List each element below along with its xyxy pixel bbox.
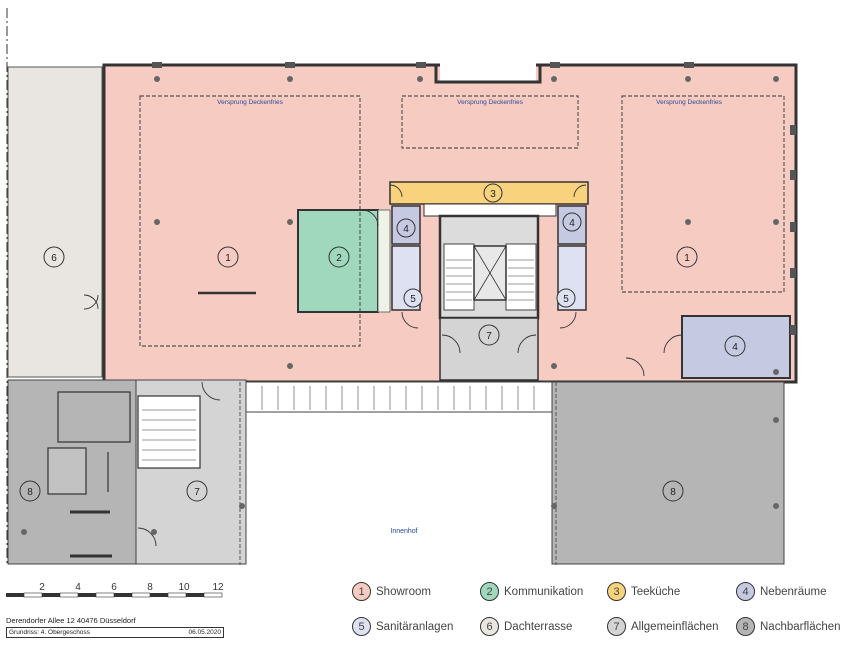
legend-label: Dachterrasse <box>504 620 573 633</box>
legend-swatch: 7 <box>607 617 626 636</box>
room-marker-kommunikation: 2 <box>328 246 350 268</box>
room-marker-allgemein-core: 7 <box>478 324 500 346</box>
projection-label-left: Versprung Deckenfries <box>217 99 284 106</box>
room-number: 5 <box>563 294 569 305</box>
doors <box>83 184 683 547</box>
legend-label: Teeküche <box>631 585 681 598</box>
legend-label: Showroom <box>376 585 431 598</box>
room-marker-nachbar-right: 8 <box>662 480 684 502</box>
legend-item-nachbarflaechen: 8 Nachbarflächen <box>736 617 841 636</box>
room-number: 4 <box>569 218 575 229</box>
neighbour-partitions <box>47 391 201 558</box>
legend-item-teekueche: 3 Teeküche <box>607 582 680 601</box>
room-number: 8 <box>27 487 33 498</box>
legend-swatch: 5 <box>352 617 371 636</box>
title-block: Derendorfer Allee 12 40476 Düsseldorf Gr… <box>6 616 224 638</box>
scale-tick: 10 <box>178 582 190 593</box>
room-marker-teekueche: 3 <box>483 183 503 203</box>
legend: 1 Showroom 2 Kommunikation 3 Teeküche 4 … <box>352 578 848 646</box>
legend-swatch: 4 <box>736 582 755 601</box>
room-marker-dachterrasse: 6 <box>43 246 65 268</box>
room-number: 2 <box>336 253 342 264</box>
legend-swatch: 3 <box>607 582 626 601</box>
scale-bar: 2 4 6 8 10 12 <box>6 579 224 601</box>
room-number: 4 <box>403 224 409 235</box>
scale-tick: 2 <box>39 582 45 593</box>
scale-tick: 12 <box>212 582 224 593</box>
room-neben-bottom <box>681 315 791 379</box>
legend-swatch: 2 <box>480 582 499 601</box>
room-nachbar-right <box>551 381 785 565</box>
legend-label: Nachbarflächen <box>760 620 841 633</box>
kitchen-counter <box>423 203 557 217</box>
gallery-strip <box>245 381 553 413</box>
room-allgemein-core <box>439 317 539 381</box>
legend-swatch: 6 <box>480 617 499 636</box>
room-marker-allgemein-left: 7 <box>186 480 208 502</box>
room-number: 3 <box>490 189 496 200</box>
facade-pillars <box>152 62 796 335</box>
room-marker-neben-bottom: 4 <box>724 335 746 357</box>
sheet-name: Grundriss: 4. Obergeschoss <box>9 629 90 636</box>
room-number: 1 <box>684 253 690 264</box>
legend-swatch: 8 <box>736 617 755 636</box>
room-number: 6 <box>51 253 57 264</box>
room-number: 5 <box>410 294 416 305</box>
legend-label: Sanitäranlagen <box>376 620 454 633</box>
projection-label-right: Versprung Deckenfries <box>656 99 723 106</box>
legend-item-allgemeinflaechen: 7 Allgemeinflächen <box>607 617 719 636</box>
room-marker-showroom-left: 1 <box>217 246 239 268</box>
legend-label: Nebenräume <box>760 585 827 598</box>
projection-label-center: Versprung Deckenfries <box>457 99 524 106</box>
floor-plan: Versprung Deckenfries Versprung Deckenfr… <box>6 8 798 565</box>
legend-item-showroom: 1 Showroom <box>352 582 431 601</box>
room-number: 4 <box>732 342 738 353</box>
sheet-info: Grundriss: 4. Obergeschoss 06.05.2020 <box>6 627 224 638</box>
legend-label: Kommunikation <box>504 585 584 598</box>
room-marker-nachbar-left: 8 <box>19 480 41 502</box>
room-number: 1 <box>225 253 231 264</box>
gallery-hatching <box>261 386 535 410</box>
room-marker-sanitaer-right: 5 <box>556 288 576 308</box>
sheet-date: 06.05.2020 <box>188 629 221 636</box>
stairs <box>142 259 534 461</box>
legend-label: Allgemeinflächen <box>631 620 719 633</box>
room-number: 7 <box>194 487 200 498</box>
legend-item-kommunikation: 2 Kommunikation <box>480 582 583 601</box>
room-marker-sanitaer-left: 5 <box>403 288 423 308</box>
room-marker-neben-right: 4 <box>562 212 582 232</box>
room-number: 8 <box>670 487 676 498</box>
room-marker-neben-left: 4 <box>396 218 416 238</box>
room-number: 7 <box>486 331 492 342</box>
legend-item-nebenraeume: 4 Nebenräume <box>736 582 826 601</box>
scale-tick: 8 <box>147 582 153 593</box>
legend-swatch: 1 <box>352 582 371 601</box>
project-address: Derendorfer Allee 12 40476 Düsseldorf <box>6 616 136 625</box>
ceiling-projections <box>139 95 785 347</box>
columns <box>21 76 779 535</box>
scale-tick: 6 <box>111 582 117 593</box>
scale-bar-segments <box>6 592 223 598</box>
scale-tick: 4 <box>75 582 81 593</box>
legend-item-sanitaeranlagen: 5 Sanitäranlagen <box>352 617 453 636</box>
room-dachterrasse <box>7 66 103 378</box>
legend-item-dachterrasse: 6 Dachterrasse <box>480 617 572 636</box>
room-marker-showroom-right: 1 <box>676 246 698 268</box>
courtyard-label: Innenhof <box>390 528 417 535</box>
